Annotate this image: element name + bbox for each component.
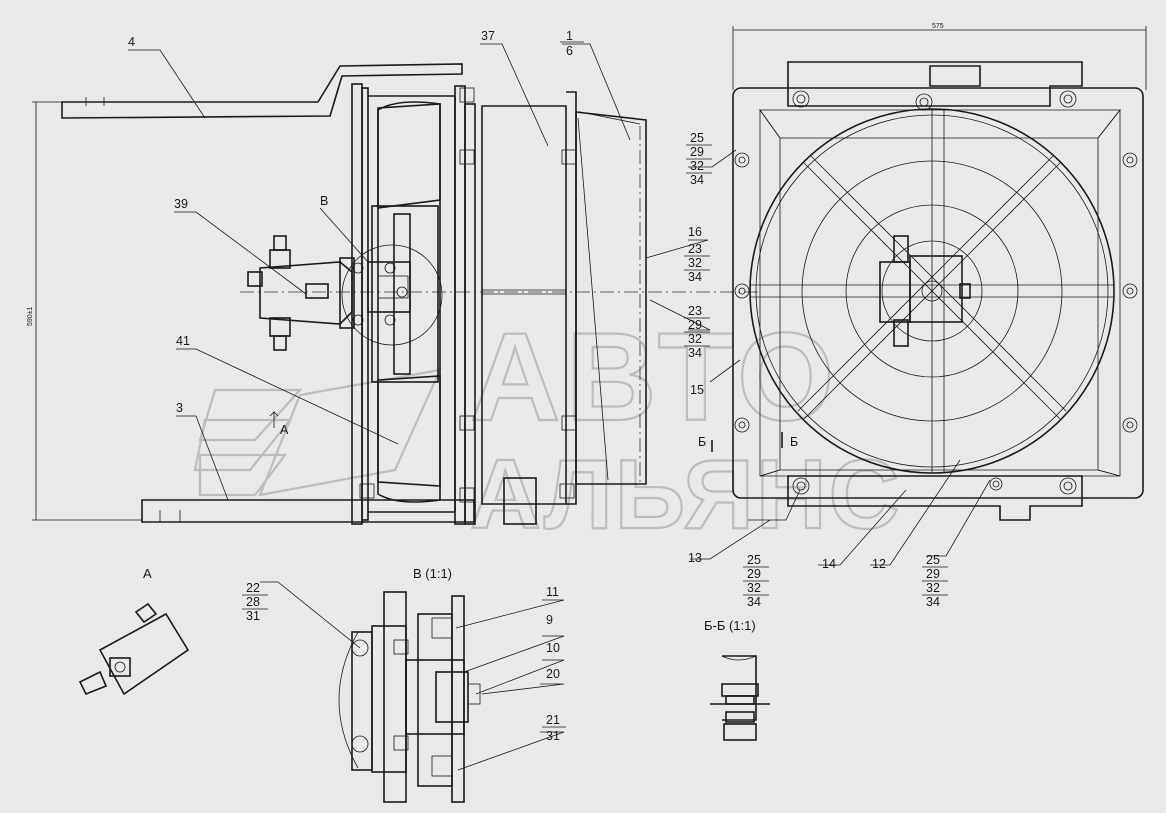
- stack-item: 21: [546, 713, 560, 727]
- stack-item: 32: [747, 581, 761, 595]
- callout-41: 41: [176, 334, 190, 348]
- section-bb-detail: Б-Б (1:1): [704, 618, 770, 741]
- callout-16: 16: [688, 225, 702, 239]
- height-dimension-label: 590±1: [27, 306, 34, 326]
- stack-item: 29: [690, 145, 704, 159]
- callout-stack-25-bottom-right: 25 29 32 34: [922, 553, 948, 609]
- stack-item: 32: [690, 159, 704, 173]
- callout-bb-left: Б: [698, 435, 706, 449]
- callout-stack-25-upper: 25 29 32 34: [686, 131, 712, 187]
- callout-10: 10: [546, 641, 560, 655]
- stack-item: 25: [747, 553, 761, 567]
- stack-item: 25: [926, 553, 940, 567]
- view-a-detail: А: [78, 566, 190, 696]
- view-a-title: А: [143, 566, 152, 581]
- stack-item: 28: [246, 595, 260, 609]
- callout-11: 11: [546, 585, 559, 599]
- side-view: [61, 63, 760, 525]
- stack-item: 34: [688, 346, 702, 360]
- callout-stack-22: 22 28 31: [242, 581, 268, 623]
- stack-item: 25: [690, 131, 704, 145]
- callout-15: 15: [690, 383, 704, 397]
- callout-4: 4: [128, 35, 135, 49]
- callout-stack-25-bottom-left: 25 29 32 34: [743, 553, 769, 609]
- stack-item: 23: [688, 242, 702, 256]
- callout-b: В: [320, 194, 328, 208]
- callout-a: А: [280, 423, 289, 437]
- callout-stack-23-upper: 23 32 34: [684, 242, 710, 284]
- stack-item: 31: [546, 729, 560, 743]
- stack-item: 34: [688, 270, 702, 284]
- leader-lines: [128, 43, 991, 771]
- callout-12: 12: [872, 557, 886, 571]
- stack-item: 29: [747, 567, 761, 581]
- callout-bb-right: Б: [790, 435, 798, 449]
- callout-1: 1: [566, 29, 573, 43]
- callout-stack-21: 21 31: [542, 713, 566, 743]
- stack-item: 32: [688, 256, 702, 270]
- callout-13: 13: [688, 551, 702, 565]
- callout-37: 37: [481, 29, 495, 43]
- callout-3: 3: [176, 401, 183, 415]
- callout-20: 20: [546, 667, 560, 681]
- watermark-line1: АВТО: [470, 308, 840, 447]
- view-b-title: В (1:1): [413, 566, 452, 581]
- stack-item: 31: [246, 609, 260, 623]
- callout-6: 6: [566, 44, 573, 58]
- callout-39: 39: [174, 197, 188, 211]
- stack-item: 32: [926, 581, 940, 595]
- callout-9: 9: [546, 613, 553, 627]
- stack-item: 29: [688, 318, 702, 332]
- callouts: 4 37 1 6 39 В 41 3 А 16 15 Б Б 13 14 12 …: [128, 29, 948, 743]
- front-view: 575: [711, 23, 1147, 521]
- stack-item: 34: [690, 173, 704, 187]
- width-dimension-label: 575: [932, 23, 944, 30]
- stack-item: 34: [926, 595, 940, 609]
- stack-item: 22: [246, 581, 260, 595]
- watermark-logo-icon: [193, 368, 442, 497]
- watermark-line2: АЛЬЯНС: [470, 439, 901, 549]
- watermark: АВТО АЛЬЯНС: [193, 307, 901, 550]
- view-b-detail: В (1:1): [338, 566, 481, 803]
- section-bb-title: Б-Б (1:1): [704, 618, 756, 633]
- stack-item: 23: [688, 304, 702, 318]
- stack-item: 32: [688, 332, 702, 346]
- height-dimension: 590±1: [27, 101, 142, 521]
- stack-item: 34: [747, 595, 761, 609]
- callout-14: 14: [822, 557, 836, 571]
- callout-stack-23-lower: 23 29 32 34: [684, 304, 710, 360]
- stack-item: 29: [926, 567, 940, 581]
